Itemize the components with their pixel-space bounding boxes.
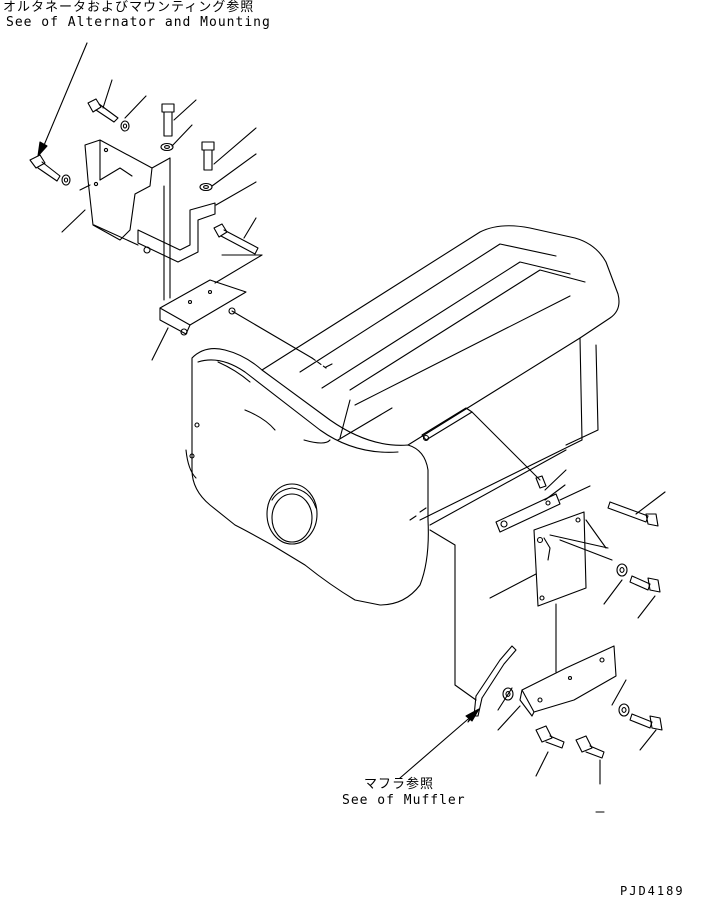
upper-plate [160, 280, 246, 335]
lower-bolt-1 [608, 502, 658, 526]
upper-bolt-1 [30, 155, 60, 181]
upper-washer-3 [161, 144, 173, 151]
upper-bolt-5 [214, 224, 258, 254]
alternator-reference-label-en: See of Alternator and Mounting [6, 15, 271, 30]
lower-guide-lines [430, 520, 612, 700]
muffler-reference-label-en: See of Muffler [342, 793, 466, 808]
lower-plate [534, 512, 608, 606]
upper-bolt-4 [202, 142, 214, 170]
lower-washer-3 [503, 688, 513, 700]
lower-bracket [520, 646, 616, 716]
upper-leader-lines [62, 80, 256, 360]
lower-washer-1 [617, 564, 627, 576]
alternator-reference-label-jp: オルタネータおよびマウンティング参照 [3, 0, 255, 15]
lower-bolt-4 [536, 726, 564, 748]
upper-washer-2 [121, 121, 129, 131]
upper-bracket [80, 140, 215, 262]
alternator-reference-arrow [38, 43, 87, 156]
lower-bolt-3 [630, 714, 662, 730]
side-clip [422, 408, 546, 488]
muffler-reference-label-jp: マフラ参照 [364, 777, 435, 792]
lower-bolt-2 [630, 576, 660, 592]
lower-washer-2 [619, 704, 629, 716]
upper-bolt-2 [88, 99, 118, 122]
upper-washer-4 [200, 184, 212, 191]
engine-block [186, 226, 619, 605]
lower-bracket-strip [496, 486, 590, 532]
diagram-id: PJD4189 [620, 884, 685, 898]
upper-washer-1 [62, 175, 70, 185]
lower-bolt-5 [576, 736, 604, 758]
muffler-reference-arrow [400, 709, 479, 778]
upper-bolt-3 [162, 104, 174, 136]
muffler-stay [474, 646, 516, 716]
lower-leader-lines [490, 470, 665, 812]
upper-guide-lines [164, 186, 326, 368]
